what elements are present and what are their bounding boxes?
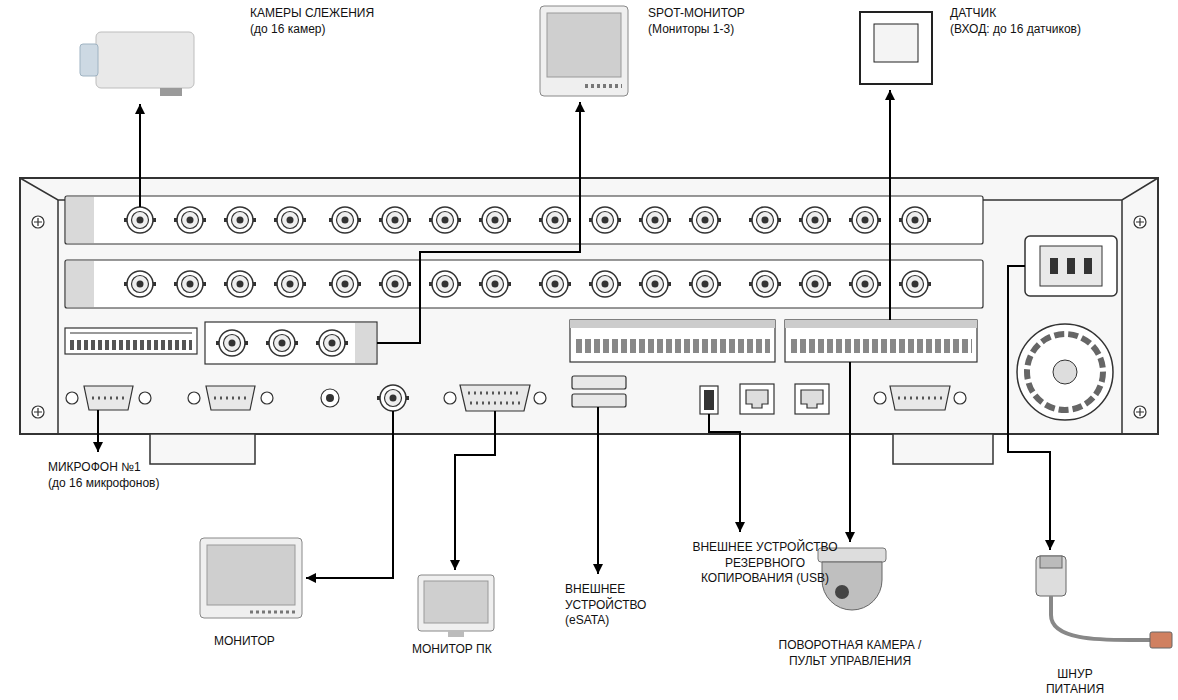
esata-arrow <box>597 407 599 574</box>
device-caption: ШНУР ПИТАНИЯ <box>1035 667 1115 698</box>
spot-out-strip <box>205 322 377 364</box>
lan-ports <box>740 384 829 414</box>
fan-hub <box>1053 360 1077 384</box>
relay-terminal <box>785 320 977 362</box>
strip-tab <box>66 261 94 307</box>
power-cord-picture <box>1036 556 1172 648</box>
chassis-foot <box>150 434 255 464</box>
terminal-header <box>785 320 977 328</box>
db9-port <box>188 386 273 410</box>
device-caption: ВНЕШНЕЕ УСТРОЙСТВО РЕЗЕРВНОГО КОПИРОВАНИ… <box>685 540 845 587</box>
camera-picture <box>80 32 194 96</box>
device-label: ПОВОРОТНАЯ КАМЕРА / ПУЛЬТ УПРАВЛЕНИЯ <box>763 638 938 669</box>
dip-switch <box>65 328 197 354</box>
rs232-port <box>874 386 966 410</box>
fan-grille <box>1017 324 1113 420</box>
usb-port <box>700 386 718 414</box>
dvr-chassis <box>20 178 1158 434</box>
vga-port <box>444 385 546 411</box>
power-socket-inner <box>1040 246 1102 286</box>
esata-ports <box>572 376 626 407</box>
camera-arrow <box>139 104 141 207</box>
spot-out-connectors <box>216 330 348 356</box>
device-label: КАМЕРЫ СЛЕЖЕНИЯ <box>250 6 374 22</box>
power-socket-pins <box>1050 258 1092 274</box>
chassis-screws <box>32 216 1146 418</box>
monitor-picture <box>200 538 302 618</box>
device-sublabel: (до 16 камер) <box>250 22 374 38</box>
power-socket <box>1025 236 1117 296</box>
sensor-arrow <box>889 90 891 320</box>
terminal-header <box>570 320 775 328</box>
dip-switch-levers <box>70 340 192 350</box>
bnc-video-out <box>377 385 409 411</box>
device-label: ШНУР ПИТАНИЯ <box>1035 667 1115 698</box>
alarm-terminal <box>570 320 775 362</box>
device-caption: ВНЕШНЕЕ УСТРОЙСТВО (eSATA) <box>565 582 661 629</box>
device-sublabel: (Мониторы 1-3) <box>648 22 745 38</box>
connector-strip <box>65 196 983 244</box>
device-caption: SPOT-МОНИТОР(Мониторы 1-3) <box>648 6 745 37</box>
terminal-pins <box>791 339 972 353</box>
db9-port <box>66 386 151 410</box>
device-sublabel: (до 16 микрофонов) <box>48 476 159 492</box>
device-label: МОНИТОР ПК <box>412 642 492 658</box>
spot-arrow <box>377 102 580 343</box>
device-caption: КАМЕРЫ СЛЕЖЕНИЯ(до 16 камер) <box>250 6 374 37</box>
device-caption: ПОВОРОТНАЯ КАМЕРА / ПУЛЬТ УПРАВЛЕНИЯ <box>763 638 938 669</box>
device-label: ВНЕШНЕЕ УСТРОЙСТВО РЕЗЕРВНОГО КОПИРОВАНИ… <box>685 540 845 587</box>
strip-tab <box>355 323 376 363</box>
device-caption: МОНИТОР ПК <box>412 642 492 658</box>
terminal-pins <box>576 339 770 353</box>
device-label: ДАТЧИК <box>950 6 1081 22</box>
spot-monitor-picture <box>540 6 628 96</box>
usb-arrow <box>709 414 740 532</box>
monitor-arrow <box>306 411 393 578</box>
dip-switch-marks <box>70 332 192 334</box>
rca-audio-out <box>321 389 339 407</box>
chassis-foot <box>893 434 993 464</box>
device-label: МОНИТОР <box>214 634 275 650</box>
power-arrow <box>1008 266 1050 550</box>
device-label: МИКРОФОН №1 <box>48 460 159 476</box>
connection-arrows <box>98 90 1050 578</box>
sensor-picture <box>860 12 932 84</box>
device-caption: ДАТЧИК(ВХОД: до 16 датчиков) <box>950 6 1081 37</box>
device-label: SPOT-МОНИТОР <box>648 6 745 22</box>
microphone-arrow <box>97 410 99 452</box>
strip-tab <box>66 197 94 243</box>
pc-monitor-arrow <box>455 411 495 570</box>
connector-strip <box>65 260 983 308</box>
ptz-arrow <box>849 362 851 542</box>
chassis-edge <box>20 178 1158 434</box>
fan-slots <box>1027 334 1103 410</box>
pc-monitor-picture <box>418 575 494 637</box>
device-caption: МОНИТОР <box>214 634 275 650</box>
device-sublabel: (ВХОД: до 16 датчиков) <box>950 22 1081 38</box>
device-label: ВНЕШНЕЕ УСТРОЙСТВО (eSATA) <box>565 582 661 629</box>
device-caption: МИКРОФОН №1(до 16 микрофонов) <box>48 460 159 491</box>
